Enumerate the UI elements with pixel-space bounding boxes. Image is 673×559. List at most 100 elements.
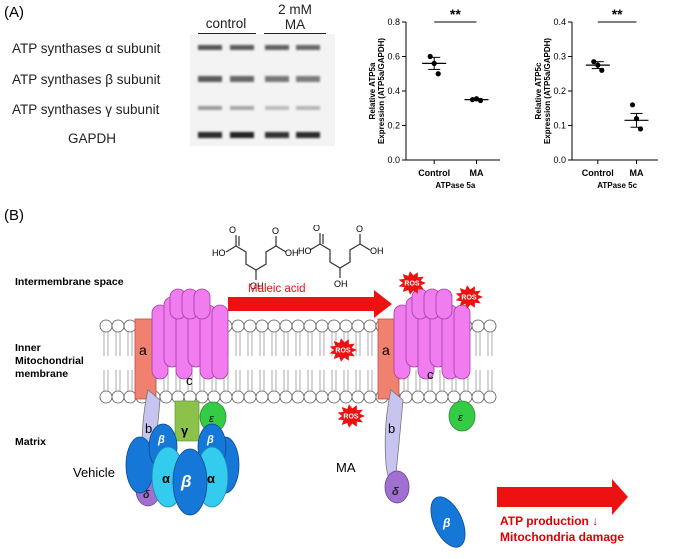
stalk-b-right-label: b <box>388 421 395 436</box>
lipid-head <box>363 390 377 404</box>
lipid-head <box>231 319 245 333</box>
lipid-head <box>123 319 137 333</box>
y-axis-label-line1: Relative ATP5a <box>368 62 377 119</box>
x-tick-label: MA <box>630 168 644 178</box>
significance-label: ** <box>450 6 461 22</box>
y-axis-label-line1: Relative ATP5c <box>534 62 543 119</box>
region-intermembrane: Intermembrane space <box>15 276 124 288</box>
mol2-oh-bottom: OH <box>334 279 348 289</box>
ros-label: ROS <box>461 295 477 302</box>
detached-beta-subunit <box>430 496 466 548</box>
subunit-delta-left-label: δ <box>143 489 150 501</box>
blot-row-label-beta: ATP synthases β subunit <box>12 72 161 87</box>
lipid-head <box>303 319 317 333</box>
x-tick-label: Control <box>418 168 450 178</box>
y-tick-label: 0.2 <box>553 86 566 96</box>
lipid-head <box>243 319 257 333</box>
c-ring-top <box>435 288 453 320</box>
f1-beta-center <box>172 448 208 516</box>
c-ring-subunit <box>211 304 229 380</box>
subunit-delta-right <box>384 470 410 504</box>
ros-star <box>337 404 365 428</box>
x-axis-label: ATPase 5c <box>597 181 637 190</box>
subunit-epsilon-right <box>448 400 476 432</box>
lipid-head <box>303 390 317 404</box>
western-blot-image <box>190 34 335 146</box>
lipid-head <box>231 390 245 404</box>
lipid-head <box>315 319 329 333</box>
ros-star <box>455 285 483 309</box>
c-ring-right-label: c <box>427 367 434 382</box>
significance-label: ** <box>612 6 623 22</box>
data-point <box>629 102 636 108</box>
c-ring-top <box>193 288 211 320</box>
subunit-a-right-label: a <box>382 342 390 358</box>
mol2-ho: HO <box>298 246 312 256</box>
f1-beta-center-label: β <box>180 472 192 491</box>
lipid-head <box>471 390 485 404</box>
mol1-oh-right: OH <box>285 248 299 258</box>
atp-synthase-diagram: O HO OH OH O O HO OH OH O Maleic acid a … <box>99 225 628 548</box>
maleic-acid-structure-2 <box>309 233 371 278</box>
subunit-epsilon-left-label: ε <box>209 413 214 425</box>
blot-header-ma: 2 mM MA <box>262 2 328 32</box>
blot-header-control: control <box>205 16 247 31</box>
detached-beta-label: β <box>442 516 451 530</box>
region-inner-line2: Mitochondrial <box>15 355 84 367</box>
lipid-head <box>483 390 497 404</box>
blot-row-label-alpha: ATP synthases α subunit <box>12 41 161 56</box>
lipid-head <box>351 390 365 404</box>
subunit-gamma-left <box>174 400 200 442</box>
mol2-oh-right: OH <box>370 246 384 256</box>
condition-vehicle: Vehicle <box>73 465 115 480</box>
region-inner-membrane: Inner Mitochondrial membrane <box>15 342 84 381</box>
lipid-head <box>267 319 281 333</box>
mol2-o-top: O <box>313 225 320 233</box>
region-matrix: Matrix <box>15 436 46 448</box>
panel-a-label: (A) <box>4 4 24 21</box>
c-ring-left <box>151 288 229 380</box>
blot-header-ma-line2: MA <box>284 17 306 32</box>
blot-header-ma-line1: 2 mM <box>278 2 312 17</box>
y-tick-label: 0.6 <box>387 52 400 62</box>
f1-beta-top-left-label: β <box>157 434 165 446</box>
y-tick-label: 0.4 <box>553 17 566 27</box>
blot-header-underline-control <box>198 33 256 34</box>
region-inner-line3: membrane <box>15 368 69 380</box>
lipid-head <box>327 319 341 333</box>
maleic-acid-arrow <box>228 290 392 318</box>
x-tick-label: Control <box>582 168 614 178</box>
lipid-head <box>483 319 497 333</box>
y-tick-label: 0.2 <box>387 121 400 131</box>
y-axis-label-line2: Expression (ATP5a/GAPDH) <box>543 38 552 144</box>
mol1-oh-bottom: OH <box>250 281 264 291</box>
c-ring-subunit <box>453 304 471 380</box>
x-tick-label: MA <box>470 168 484 178</box>
ros-label: ROS <box>404 281 420 288</box>
data-point <box>435 71 441 77</box>
data-point <box>427 53 433 60</box>
mol1-o-top: O <box>229 225 236 235</box>
lipid-head <box>255 390 269 404</box>
y-tick-label: 0.0 <box>387 155 400 165</box>
subunit-delta-right-label: δ <box>392 486 399 498</box>
subunit-gamma-left-label: γ <box>181 423 189 438</box>
subunit-epsilon-right-label: ε <box>458 412 463 424</box>
y-tick-label: 0.1 <box>553 121 566 131</box>
lipid-head <box>339 390 353 404</box>
y-axis-label: Relative ATP5cExpression (ATP5a/GAPDH) <box>534 38 552 144</box>
lipid-head <box>363 319 377 333</box>
maleic-acid-structure-1 <box>225 235 287 280</box>
outcome-line1: ATP production ↓ <box>500 514 599 528</box>
panel-b-label: (B) <box>4 207 24 224</box>
lipid-head <box>351 319 365 333</box>
mol1-ho: HO <box>212 248 226 258</box>
ros-label: ROS <box>343 414 359 421</box>
ros-star <box>398 271 426 295</box>
lipid-head <box>111 390 125 404</box>
lipid-head <box>423 390 437 404</box>
f1-alpha-left-label: α <box>162 471 170 486</box>
y-tick-label: 0.3 <box>553 52 566 62</box>
blot-header-underline-ma <box>264 33 326 34</box>
